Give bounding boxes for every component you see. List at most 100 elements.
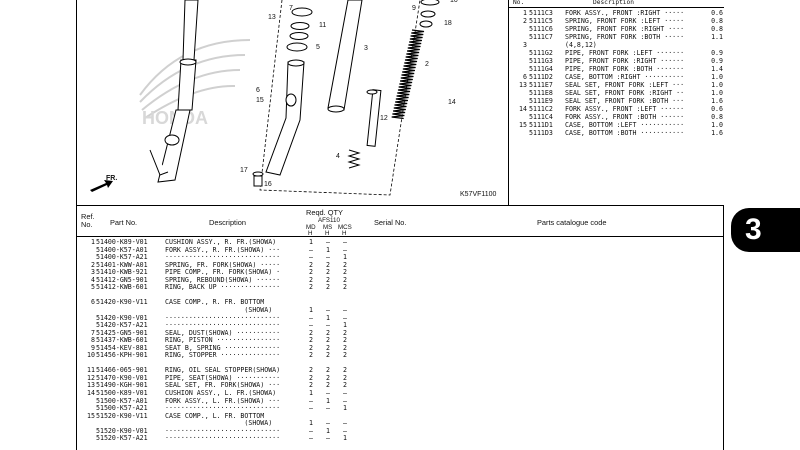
ref-number: 14 (87, 389, 95, 397)
part-description: PIPE COMP., FR. FORK(SHOWA) · (165, 269, 281, 277)
header-h2: H (325, 230, 330, 237)
quantity-ms: – (326, 419, 330, 428)
seal-stack (286, 7, 313, 52)
quantity-ms: 2 (326, 275, 330, 284)
ref-number: 15 (87, 411, 95, 420)
quantity-ms: – (326, 253, 330, 262)
table-row[interactable]: (SHOWA)1–– (77, 306, 723, 314)
quantity-mcs: 2 (343, 336, 347, 345)
quantity-ms: 1 (326, 396, 330, 405)
part-number: 51420-K90-V01 (96, 313, 148, 322)
quantity-ms: 2 (326, 351, 330, 360)
diagram-frame (76, 0, 508, 206)
callout-16: 16 (264, 181, 272, 188)
table-row[interactable]: 51420-K57-A21···························… (77, 322, 723, 329)
quantity-mcs: – (343, 426, 347, 435)
quantity-ms: 2 (326, 268, 330, 277)
table-row[interactable] (77, 292, 723, 299)
ref-number: 8 (91, 336, 95, 345)
part-description: (SHOWA) (165, 420, 273, 428)
table-row[interactable]: 51520-K57-A21···························… (77, 435, 723, 442)
labor-time: 0.9 (711, 57, 723, 65)
quantity-ms: 2 (326, 336, 330, 345)
quantity-mcs: 2 (343, 328, 347, 337)
part-number: 51466-065-901 (96, 366, 148, 375)
quantity-mcs: 2 (343, 268, 347, 277)
labor-time: 1.6 (711, 97, 723, 105)
quantity-ms: – (326, 434, 330, 443)
quantity-mcs: – (343, 396, 347, 405)
quantity-mcs: 2 (343, 373, 347, 382)
labor-description: SEAL SET, FRONT FORK :LEFT ··· (565, 81, 685, 89)
header-divider (77, 236, 723, 237)
table-row[interactable]: 51420-K90-V01···························… (77, 313, 723, 322)
labor-time: 1.6 (711, 129, 723, 137)
part-number: 51400-K57-A21 (96, 253, 148, 262)
quantity-mcs: 1 (343, 253, 347, 262)
labor-description: SPRING, FRONT FORK :BOTH ····· (565, 33, 685, 41)
ref-number: 6 (91, 298, 95, 307)
quantity-ms: 2 (326, 328, 330, 337)
table-row[interactable]: 51500-K57-A21···························… (77, 405, 723, 412)
quantity-ms: 1 (326, 426, 330, 435)
callout-3: 3 (364, 45, 368, 52)
quantity-ms: – (326, 238, 330, 246)
quantity-ms: 1 (326, 245, 330, 254)
quantity-md: – (309, 396, 313, 405)
fork-spring (391, 29, 425, 120)
labor-description: FORK ASSY., FRONT :BOTH ······ (565, 113, 685, 121)
ref-number: 10 (87, 351, 95, 360)
callout-5: 5 (316, 44, 320, 51)
labor-description: SPRING, FRONT FORK :LEFT ····· (565, 17, 685, 25)
labor-time: 0.8 (711, 25, 723, 33)
section-tab[interactable]: 3 (731, 208, 800, 252)
part-description: CASE COMP., L. FR. BOTTOM (165, 412, 265, 420)
rebound-spring (347, 149, 361, 169)
part-number: 51420-K57-A21 (96, 321, 148, 330)
header-part-no: Part No. (110, 218, 138, 227)
table-row[interactable]: 51400-K57-A21···························… (77, 254, 723, 261)
table-row[interactable]: (SHOWA)1–– (77, 420, 723, 427)
header-mcs: MCS (338, 224, 352, 231)
table-row[interactable]: 51500-K57-A01 FORK ASSY., L. FR.(SHOWA) ·… (77, 396, 723, 405)
ref-number: 9 (91, 343, 95, 352)
table-row[interactable] (77, 360, 723, 367)
part-number: 51500-K57-A21 (96, 404, 148, 413)
labor-ref: 3 (523, 41, 527, 49)
labor-description: SPRING, FRONT FORK :RIGHT ···· (565, 25, 685, 33)
quantity-md: 2 (309, 268, 313, 277)
callout-6: 6 (256, 87, 260, 94)
part-description: FORK ASSY., L. FR.(SHOWA) ··· (165, 397, 281, 405)
table-row[interactable]: 51520-K90-V01···························… (77, 426, 723, 435)
labor-description: PIPE, FRONT FORK :RIGHT ······ (565, 57, 685, 65)
part-number: 51500-K57-A01 (96, 396, 148, 405)
labor-code: 5111C5 (529, 17, 553, 25)
part-description: ····························· (165, 435, 281, 443)
header-serial-no: Serial No. (374, 218, 407, 227)
part-description: (SHOWA) (165, 306, 273, 314)
quantity-ms: 1 (326, 313, 330, 322)
part-number: 51412-KWB-601 (96, 283, 148, 292)
